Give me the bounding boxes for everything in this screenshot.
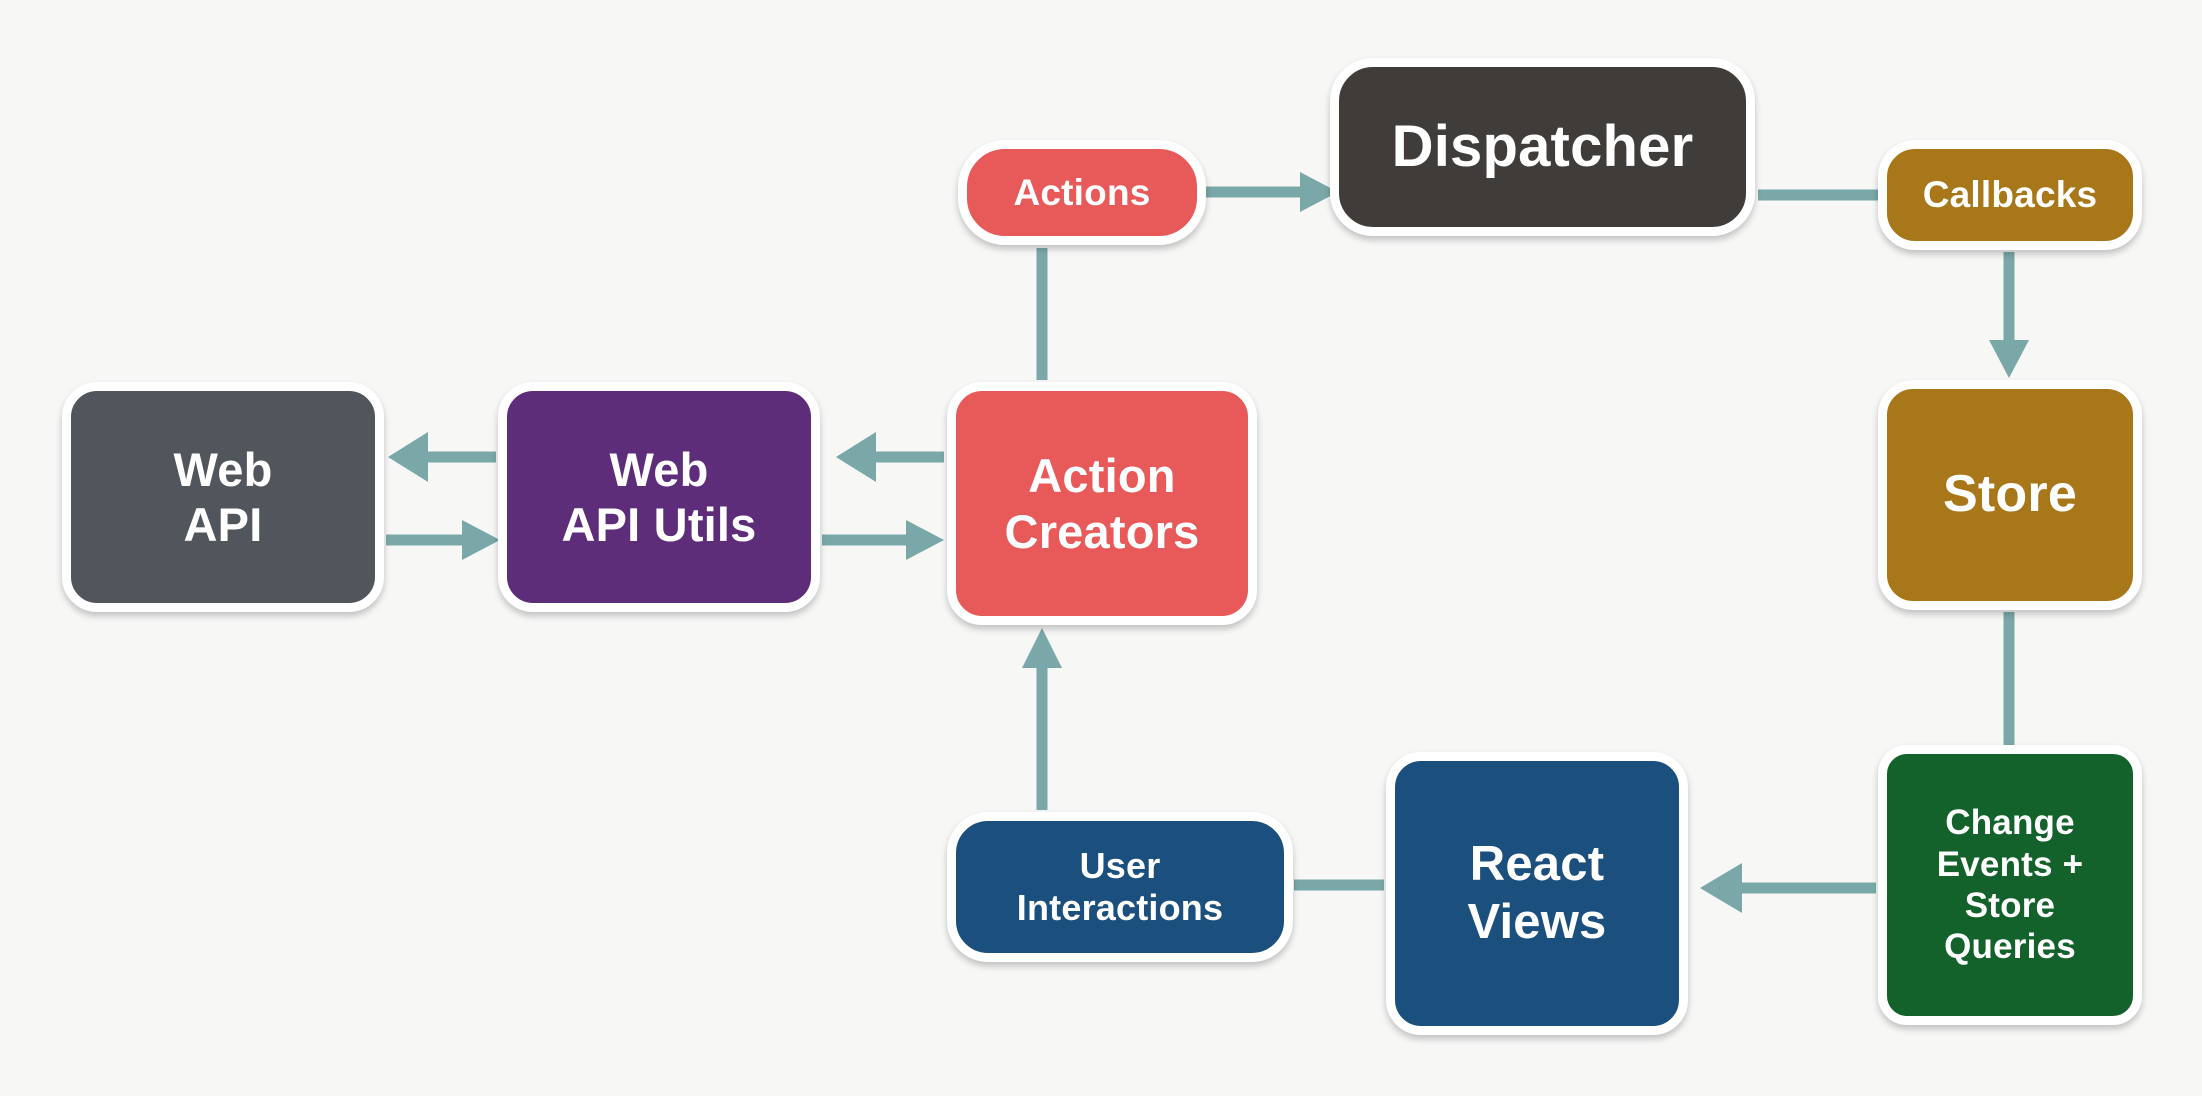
node-web-api[interactable]: Web API	[62, 382, 384, 612]
connector-action-creators-to-web-api-utils	[836, 432, 944, 482]
connector-web-api-utils-to-web-api	[388, 432, 496, 482]
node-actions[interactable]: Actions	[958, 140, 1206, 245]
node-web-api-utils[interactable]: Web API Utils	[498, 382, 820, 612]
node-action-creators[interactable]: Action Creators	[947, 382, 1257, 625]
connector-change-events-to-react-views	[1700, 863, 1876, 913]
node-callbacks[interactable]: Callbacks	[1878, 140, 2142, 250]
node-react-views[interactable]: React Views	[1386, 752, 1688, 1035]
connector-callbacks-to-store	[1989, 252, 2029, 378]
connector-web-api-utils-to-action-creators	[822, 520, 944, 560]
node-dispatcher[interactable]: Dispatcher	[1330, 58, 1755, 236]
connector-user-interactions-to-action-creators	[1022, 628, 1062, 810]
node-user-interactions[interactable]: User Interactions	[947, 812, 1293, 962]
node-store[interactable]: Store	[1878, 380, 2142, 610]
connector-actions-to-dispatcher	[1206, 172, 1338, 212]
connector-web-api-to-web-api-utils	[386, 520, 500, 560]
node-change-events-store-queries[interactable]: Change Events + Store Queries	[1878, 745, 2142, 1025]
